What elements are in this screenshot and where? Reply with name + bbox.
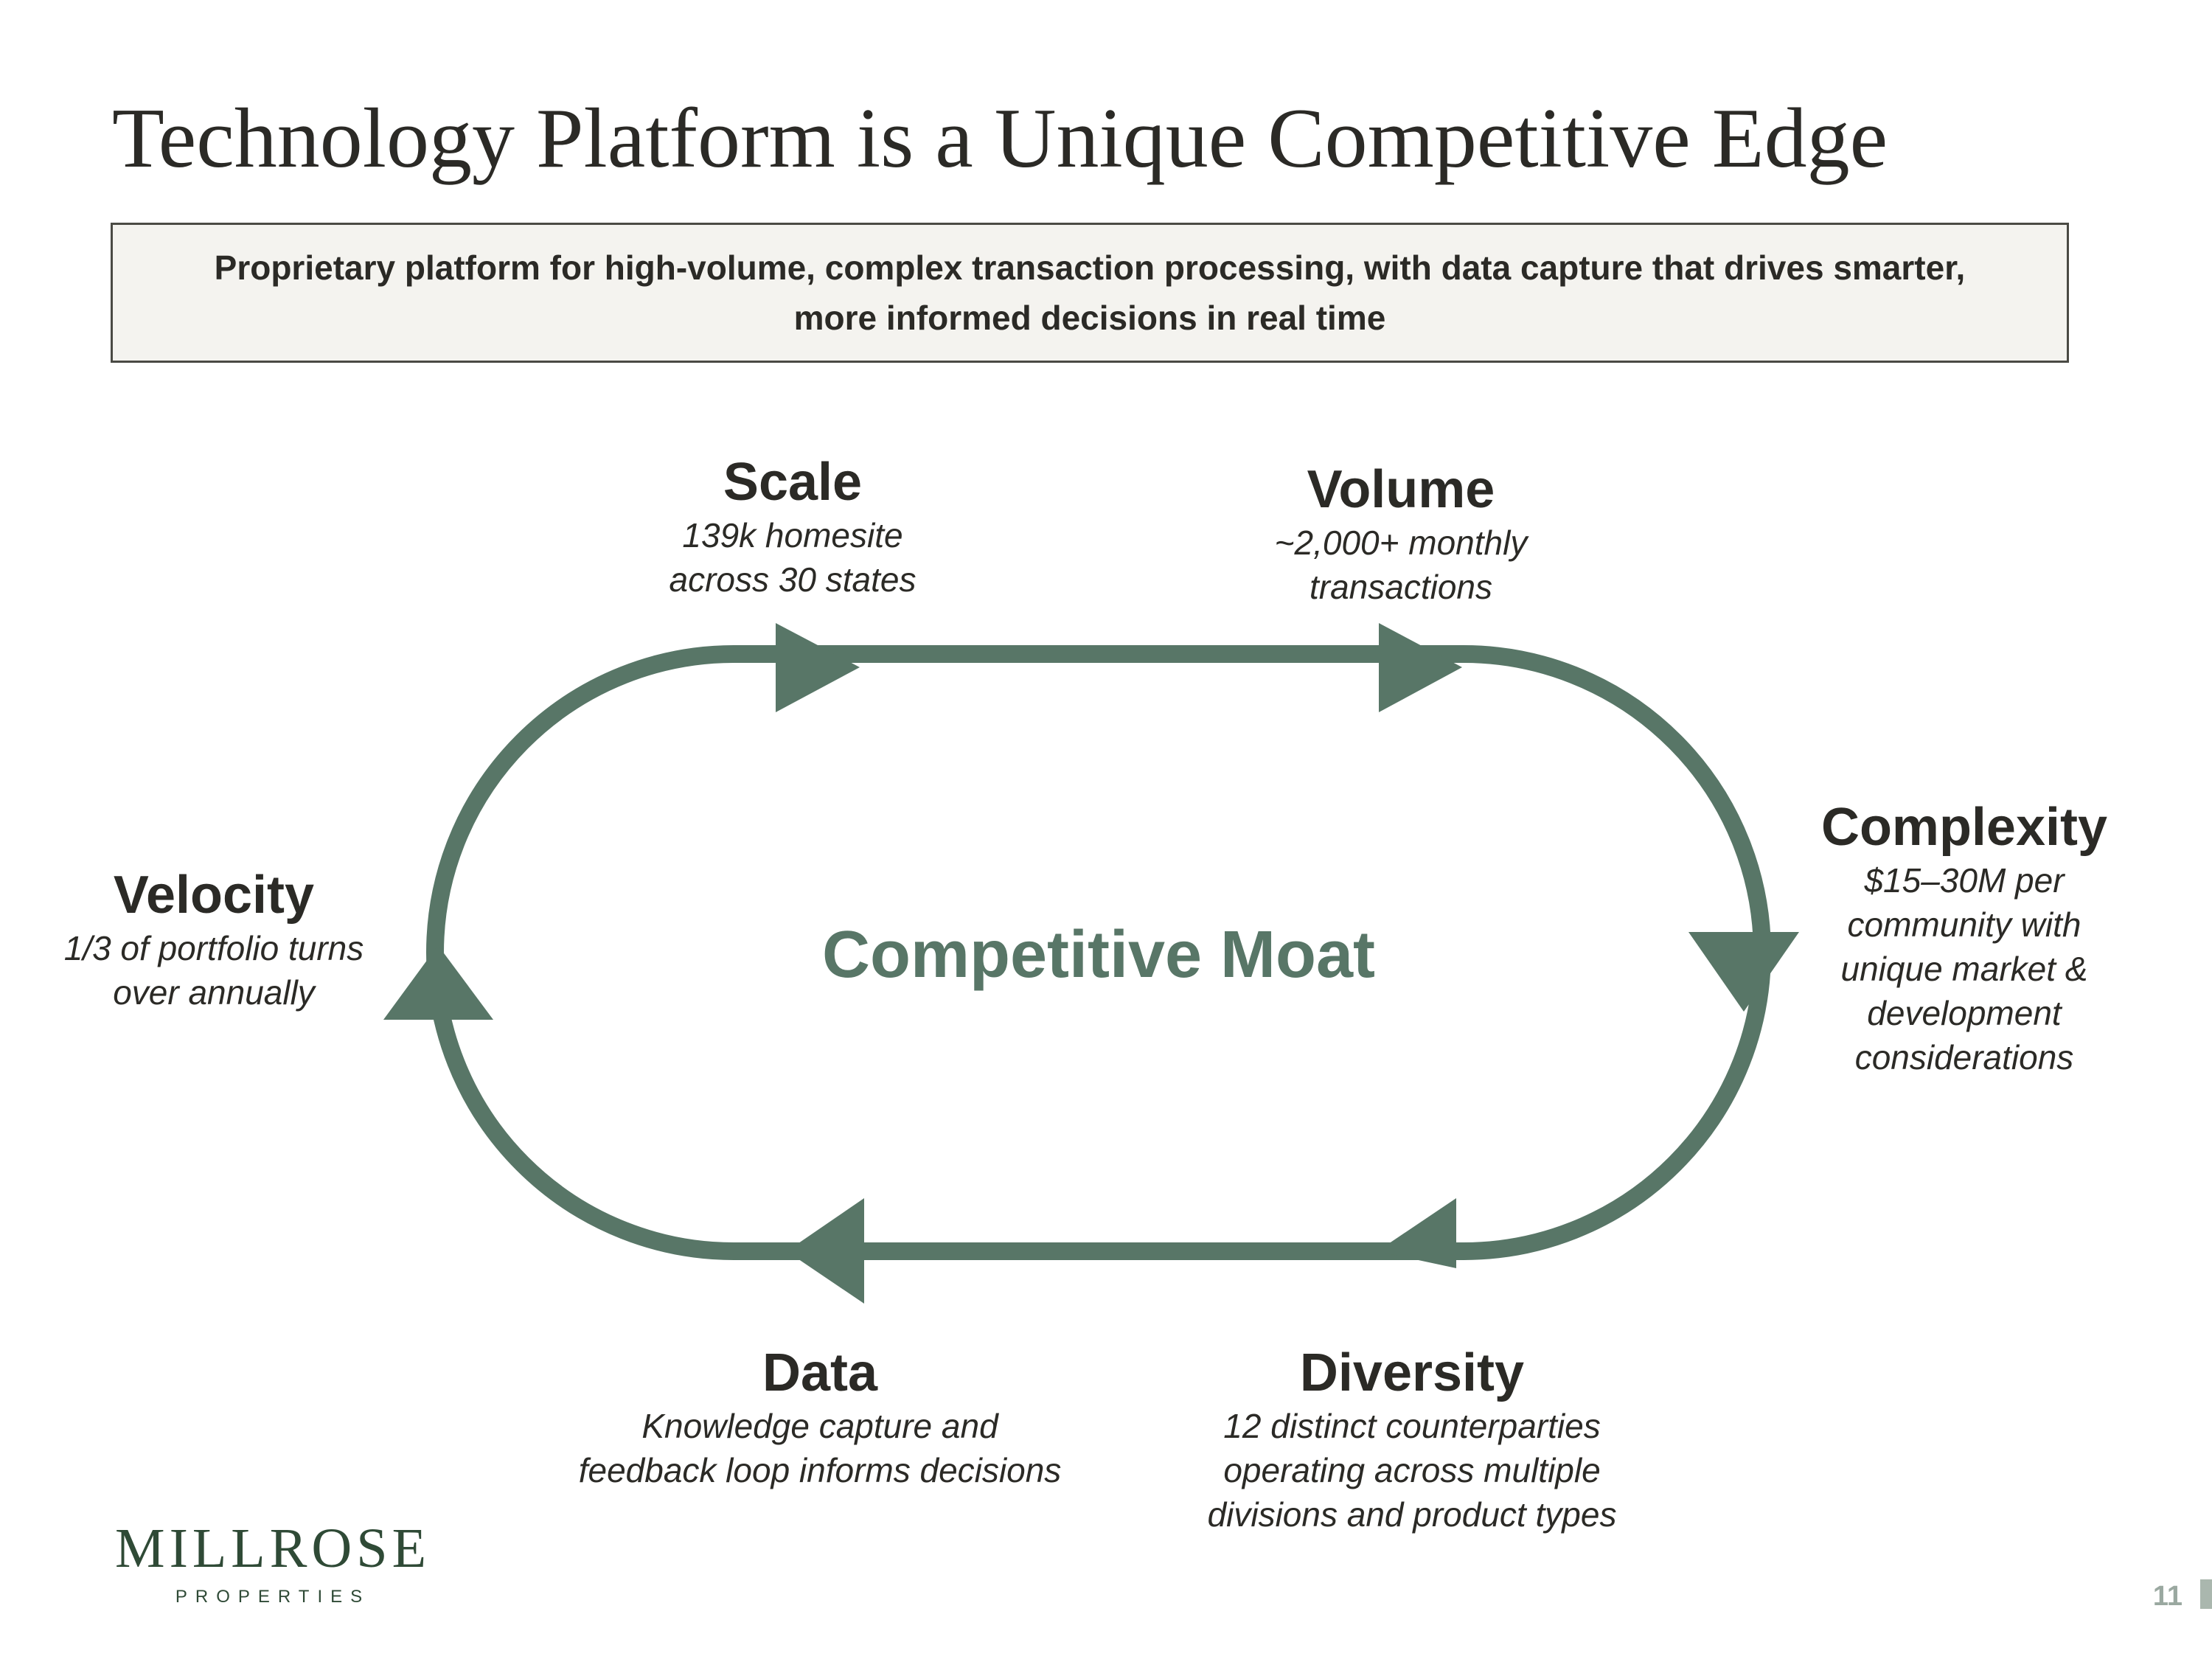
node-diversity: Diversity 12 distinct counterparties ope…	[1154, 1342, 1670, 1537]
company-logo: MILLROSE PROPERTIES	[111, 1520, 435, 1607]
logo-name: MILLROSE	[115, 1517, 431, 1579]
arrow-scale	[776, 623, 860, 712]
node-scale-heading: Scale	[723, 453, 863, 512]
node-data-desc-line: feedback loop informs decisions	[578, 1451, 1062, 1489]
node-complexity-heading: Complexity	[1820, 798, 2108, 857]
node-volume-desc-line: transactions	[1309, 568, 1492, 606]
node-complexity-desc-line: unique market &	[1840, 950, 2088, 988]
subtitle-box: Proprietary platform for high-volume, co…	[111, 223, 2069, 363]
node-complexity-desc-line: community with	[1847, 905, 2081, 944]
node-diversity-desc-line: operating across multiple	[1223, 1451, 1601, 1489]
node-complexity-desc-line: development	[1867, 994, 2062, 1032]
node-complexity: Complexity $15–30M per community with un…	[1775, 796, 2153, 1079]
node-data-desc-line: Knowledge capture and	[641, 1407, 998, 1445]
node-complexity-desc-line: considerations	[1854, 1038, 2074, 1077]
subtitle-line-1: Proprietary platform for high-volume, co…	[214, 248, 1966, 287]
node-scale-desc-line: across 30 states	[669, 560, 917, 599]
page-number-marker	[2200, 1579, 2212, 1609]
node-velocity: Velocity 1/3 of portfolio turns over ann…	[29, 864, 398, 1015]
node-scale-desc-line: 139k homesite	[682, 516, 903, 554]
arrow-data	[787, 1198, 864, 1304]
loop-track	[426, 645, 1771, 1260]
node-velocity-desc-line: 1/3 of portfolio turns	[63, 929, 364, 967]
node-scale: Scale 139k homesite across 30 states	[571, 451, 1014, 602]
node-diversity-desc-line: divisions and product types	[1207, 1495, 1617, 1534]
arrow-complexity	[1688, 932, 1799, 1012]
page-title: Technology Platform is a Unique Competit…	[112, 91, 1888, 186]
arrow-volume	[1379, 623, 1462, 712]
arrow-diversity	[1377, 1198, 1456, 1268]
center-label: Competitive Moat	[821, 918, 1376, 992]
subtitle-line-2: more informed decisions in real time	[793, 299, 1386, 337]
logo-subtitle: PROPERTIES	[175, 1587, 371, 1607]
node-velocity-heading: Velocity	[113, 866, 315, 925]
node-volume-heading: Volume	[1307, 460, 1495, 519]
node-data-heading: Data	[762, 1343, 878, 1402]
page-number: 11	[2152, 1581, 2183, 1612]
node-velocity-desc-line: over annually	[113, 973, 315, 1012]
node-diversity-desc-line: 12 distinct counterparties	[1223, 1407, 1601, 1445]
node-data: Data Knowledge capture and feedback loop…	[525, 1342, 1115, 1492]
node-diversity-heading: Diversity	[1299, 1343, 1525, 1402]
node-complexity-desc-line: $15–30M per	[1864, 861, 2065, 900]
arrow-velocity	[383, 945, 493, 1020]
node-volume-desc-line: ~2,000+ monthly	[1274, 524, 1528, 562]
node-volume: Volume ~2,000+ monthly transactions	[1180, 459, 1622, 609]
